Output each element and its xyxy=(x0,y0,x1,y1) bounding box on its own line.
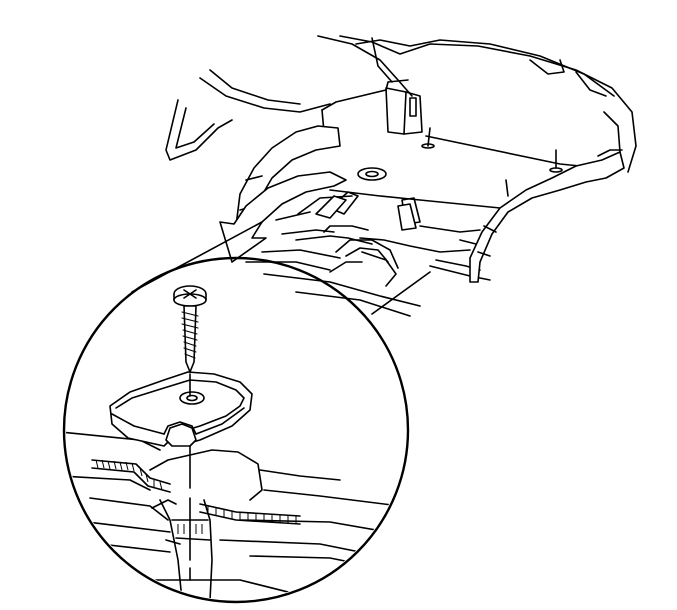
retainer-pad xyxy=(109,371,253,447)
floor-pan xyxy=(245,189,501,317)
trunk-top-rim xyxy=(317,35,637,173)
hatched-seam-upper xyxy=(91,459,171,493)
callout-leader-right xyxy=(371,271,431,315)
spare-well-clip xyxy=(357,167,387,181)
screw-icon xyxy=(173,285,207,373)
floor-hump xyxy=(329,239,399,273)
detail-floor-structure xyxy=(66,431,406,600)
vehicle-rear-compartment xyxy=(165,35,637,317)
floor-channel xyxy=(149,449,263,600)
right-wheelhouse xyxy=(469,149,625,283)
rear-wall xyxy=(321,79,601,197)
detail-callout xyxy=(62,221,431,604)
rear-window-outline xyxy=(165,69,331,161)
removal-direction-arrow-icon xyxy=(219,171,347,263)
callout-leader-left xyxy=(131,221,263,293)
hatched-seam-lower xyxy=(199,503,301,525)
